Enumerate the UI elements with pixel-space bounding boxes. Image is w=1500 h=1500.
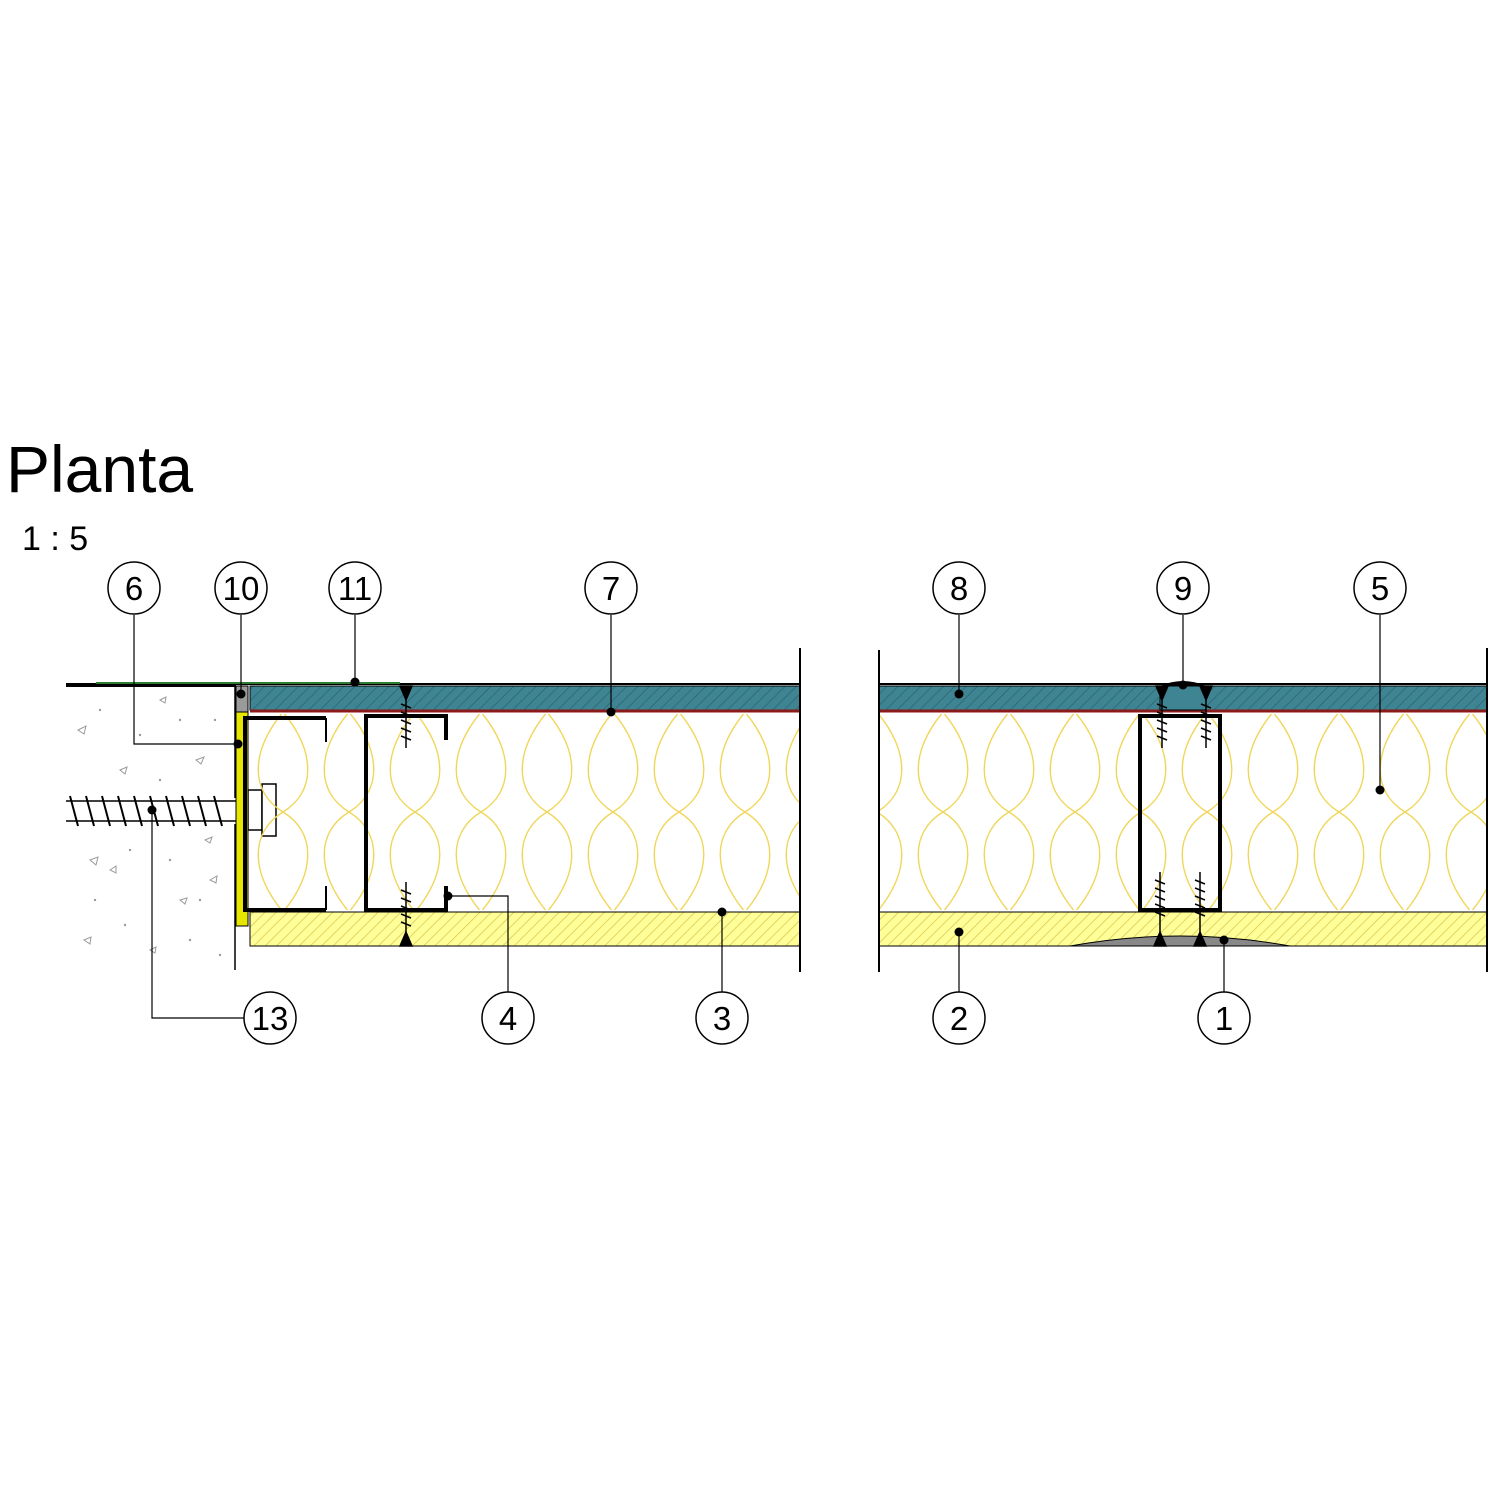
screw-top-right-a [1154,685,1170,748]
mineral-wool-right [879,714,1487,910]
callout-label: 1 [1215,1000,1233,1037]
screw-bottom-right-b [1192,872,1208,947]
leader-lines [133,615,1381,1019]
callout-label: 5 [1371,570,1389,607]
callout-5: 5 [1353,561,1407,615]
callout-label: 9 [1174,570,1192,607]
callout-label: 8 [950,570,968,607]
callout-label: 11 [338,570,372,607]
inner-board-left [249,911,801,947]
callout-13: 13 [243,991,297,1045]
screw-top-left [398,685,414,748]
joint-compound [1069,935,1291,947]
drawing-title: Planta [6,432,194,506]
callout-label: 7 [602,570,620,607]
scale-label: 1 : 5 [22,520,89,558]
callout-2: 2 [932,991,986,1045]
callout-4: 4 [481,991,535,1045]
callout-7: 7 [584,561,638,615]
callout-label: 10 [223,570,260,607]
callout-11: 11 [328,561,382,615]
screw-top-right-b [1198,685,1214,748]
callout-label: 4 [499,1000,517,1037]
mineral-wool-left [250,714,800,910]
callout-8: 8 [932,561,986,615]
callout-3: 3 [695,991,749,1045]
screw-bottom-right-a [1152,872,1168,947]
screw-bottom-left [398,882,414,947]
callout-9: 9 [1156,561,1210,615]
left-segment [66,648,801,972]
c-stud-left [364,714,448,912]
leader-dots [147,677,1385,945]
concrete-substrate [66,685,236,970]
callout-1: 1 [1197,991,1251,1045]
facing-board-left [249,685,801,711]
callout-6: 6 [107,561,161,615]
callout-label: 3 [713,1000,731,1037]
callout-label: 13 [252,1000,289,1037]
callout-label: 6 [125,570,143,607]
callout-label: 2 [950,1000,968,1037]
right-segment [878,648,1488,972]
callout-10: 10 [214,561,268,615]
